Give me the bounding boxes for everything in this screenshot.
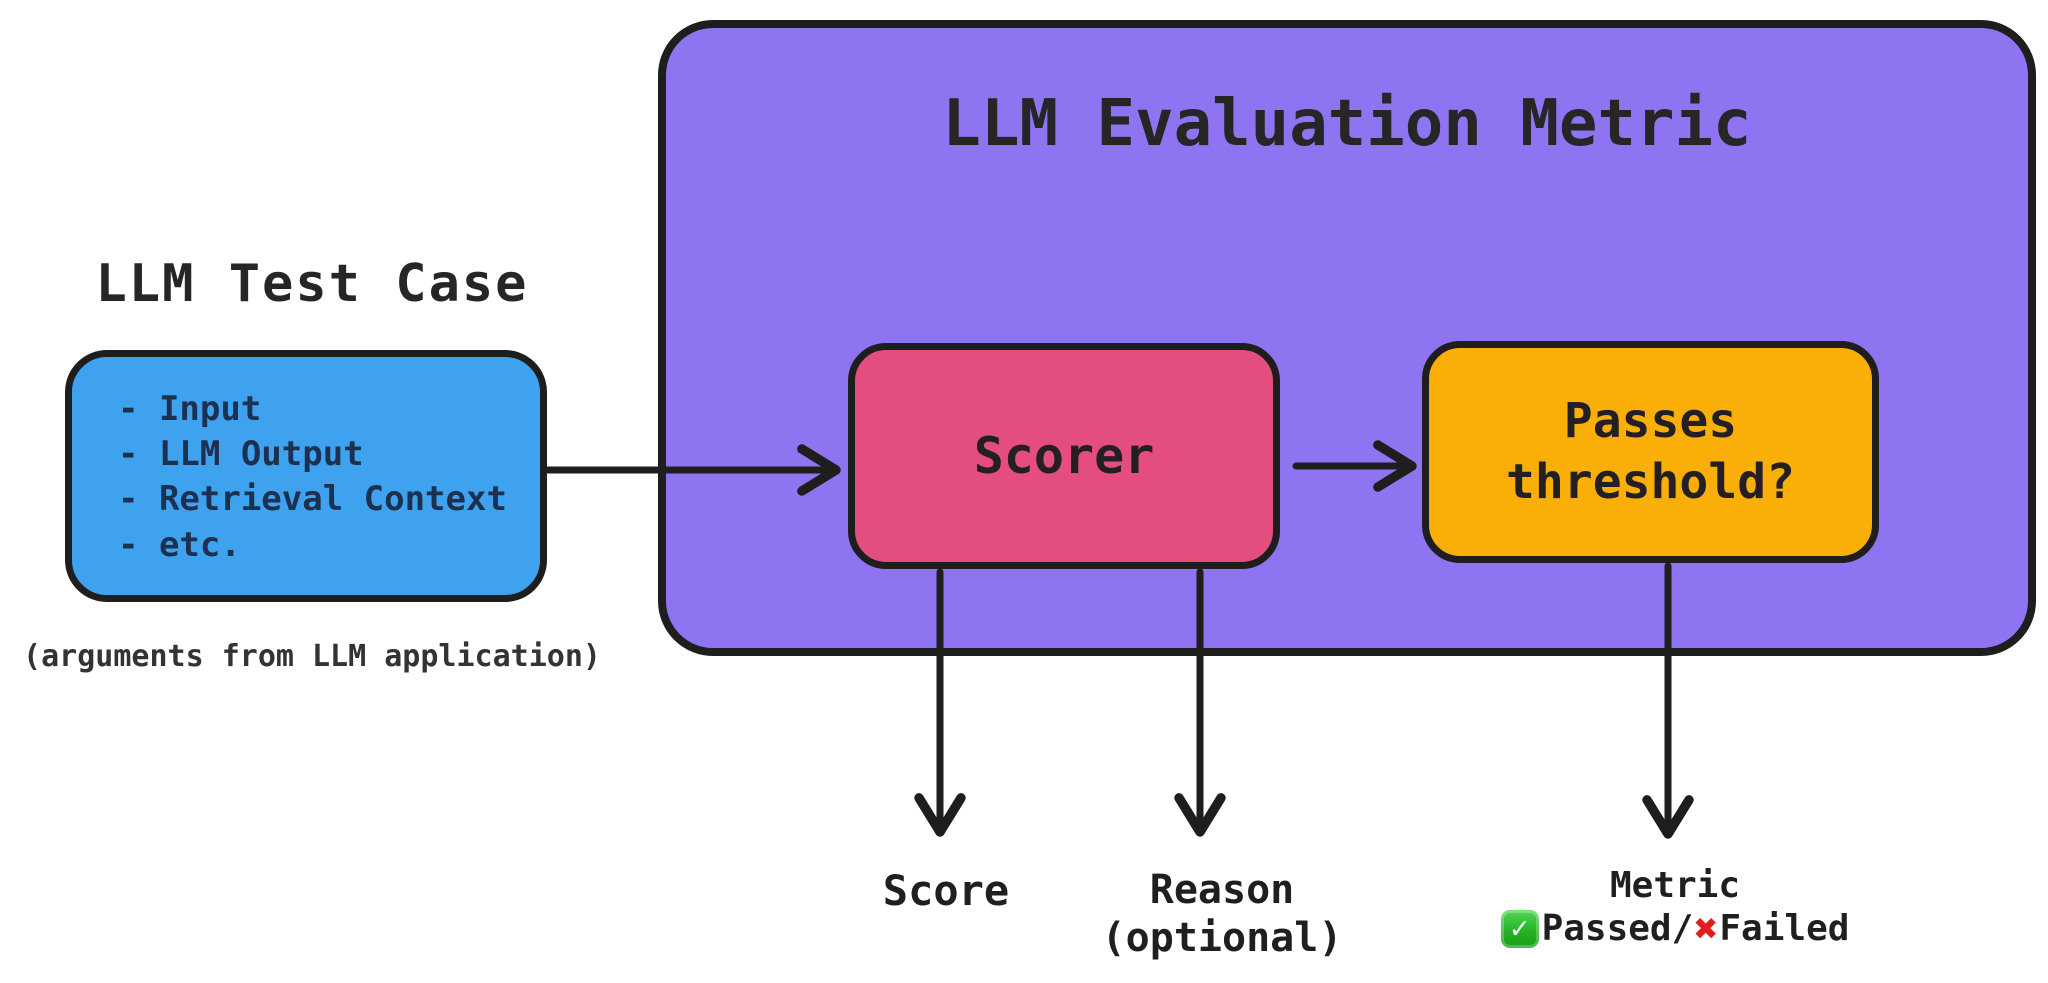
test-case-caption: (arguments from LLM application) xyxy=(23,639,601,674)
scorer-box: Scorer xyxy=(848,343,1280,569)
test-case-title: LLM Test Case xyxy=(95,254,529,314)
test-case-item-etc: - etc. xyxy=(118,524,241,565)
reason-label-line2: (optional) xyxy=(1101,915,1343,961)
passes-threshold-box: Passes threshold? xyxy=(1422,341,1879,563)
cross-mark-icon: ✖ xyxy=(1694,905,1719,952)
threshold-label-line1: Passes xyxy=(1563,392,1738,449)
reason-label-line1: Reason xyxy=(1149,867,1295,913)
score-output-label: Score xyxy=(882,866,1010,915)
test-case-item-llm-output: - LLM Output xyxy=(118,434,364,475)
metric-label-line1: Metric xyxy=(1609,865,1741,906)
reason-output-label: Reason (optional) xyxy=(1022,866,1422,962)
metric-output-label: Metric ✓ Passed/ ✖ Failed xyxy=(1470,864,1880,950)
passed-label: Passed/ xyxy=(1541,908,1694,950)
test-case-item-input: - Input xyxy=(118,389,262,429)
test-case-item-retrieval-context: - Retrieval Context xyxy=(118,479,507,520)
failed-label: Failed xyxy=(1719,908,1850,950)
evaluation-metric-title: LLM Evaluation Metric xyxy=(942,87,1752,161)
check-mark-icon: ✓ xyxy=(1500,909,1539,948)
threshold-label-line2: threshold? xyxy=(1506,454,1795,510)
test-case-box: - Input - LLM Output - Retrieval Context… xyxy=(65,350,547,602)
metric-label-line2: ✓ Passed/ ✖ Failed xyxy=(1470,907,1880,950)
scorer-label: Scorer xyxy=(973,427,1155,485)
